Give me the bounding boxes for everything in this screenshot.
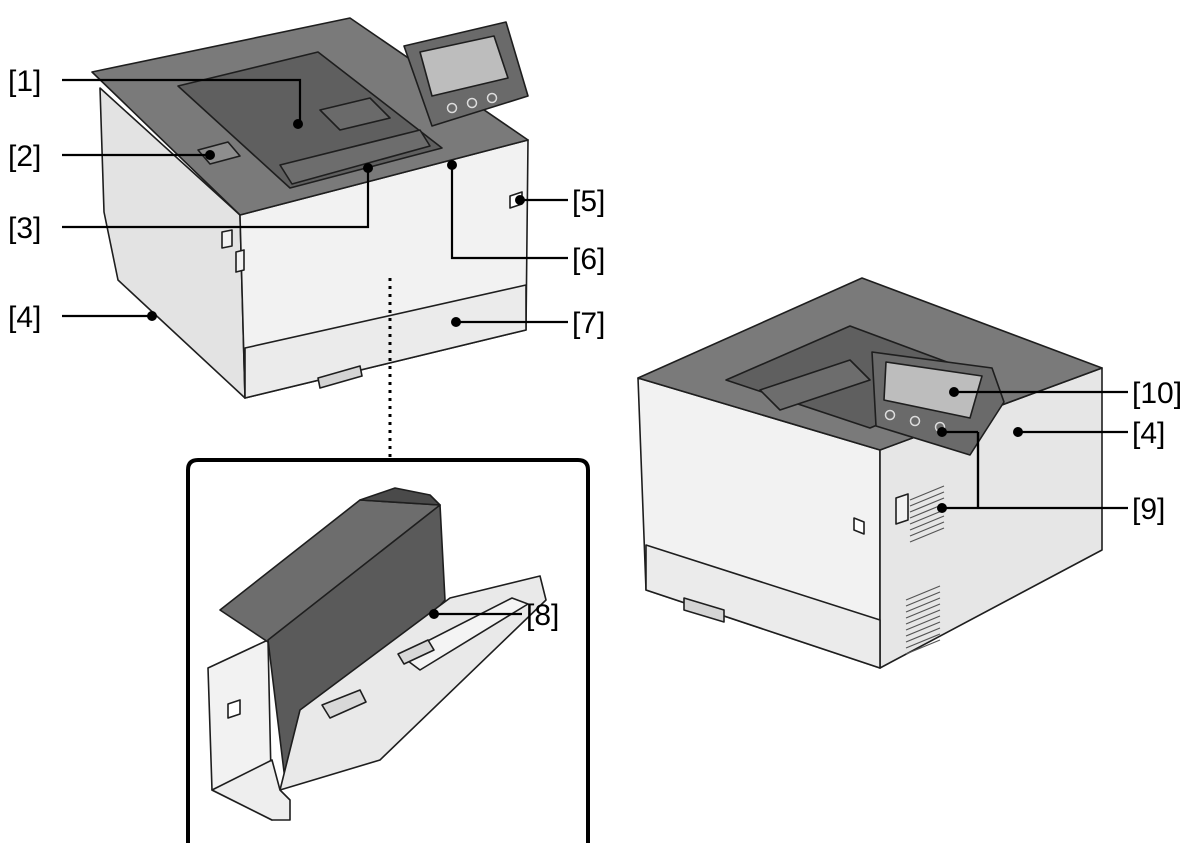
inset-frame xyxy=(186,458,590,843)
callout-6: [6] xyxy=(572,243,605,276)
callout-9: [9] xyxy=(1132,493,1165,526)
printer2-side-latch xyxy=(895,493,909,525)
inset-multipurpose-tray xyxy=(186,458,590,843)
callout-4-rear: [4] xyxy=(1132,417,1165,450)
callout-1: [1] xyxy=(8,65,41,98)
callout-10: [10] xyxy=(1132,377,1182,410)
side-slot xyxy=(221,229,233,249)
callout-labels: [1] [2] [3] [4] [5] [6] [7] [8] [9] [10]… xyxy=(8,65,1182,632)
paper-drawer xyxy=(244,284,527,399)
multipurpose-tray-extension xyxy=(399,597,529,671)
printer2-paper-stopper xyxy=(759,359,871,411)
callout-8: [8] xyxy=(526,599,559,632)
printer2-screen xyxy=(883,361,983,419)
callout-3: [3] xyxy=(8,212,41,245)
callout-2: [2] xyxy=(8,140,41,173)
printer-front-view xyxy=(91,17,529,399)
callout-4-front: [4] xyxy=(8,301,41,334)
callout-5: [5] xyxy=(572,185,605,218)
leader-lines xyxy=(62,78,1128,619)
printer2-drawer-handle xyxy=(683,597,725,623)
panel-button-2 xyxy=(466,97,478,109)
printer2-front-mark xyxy=(853,517,865,535)
panel-button-1 xyxy=(446,102,458,114)
inset-front-base xyxy=(211,759,291,821)
tray-extension xyxy=(319,97,391,131)
paper-guide-left xyxy=(321,689,367,719)
printer2-button-2 xyxy=(909,415,921,427)
printer2-drawer xyxy=(645,544,881,669)
printer-rear-view xyxy=(637,277,1103,669)
side-slot-2 xyxy=(235,249,245,273)
paper-stopper xyxy=(279,129,431,185)
panel-button-3 xyxy=(486,92,498,104)
callout-7: [7] xyxy=(572,307,605,340)
printer2-button-1 xyxy=(884,409,896,421)
drawer-handle xyxy=(317,365,363,389)
printer-front-left-side xyxy=(99,87,246,399)
paper-guide-right xyxy=(397,639,435,665)
inset-side-slot xyxy=(227,699,241,719)
control-panel-screen-front xyxy=(419,35,509,97)
inset-cover-dark xyxy=(359,487,441,506)
